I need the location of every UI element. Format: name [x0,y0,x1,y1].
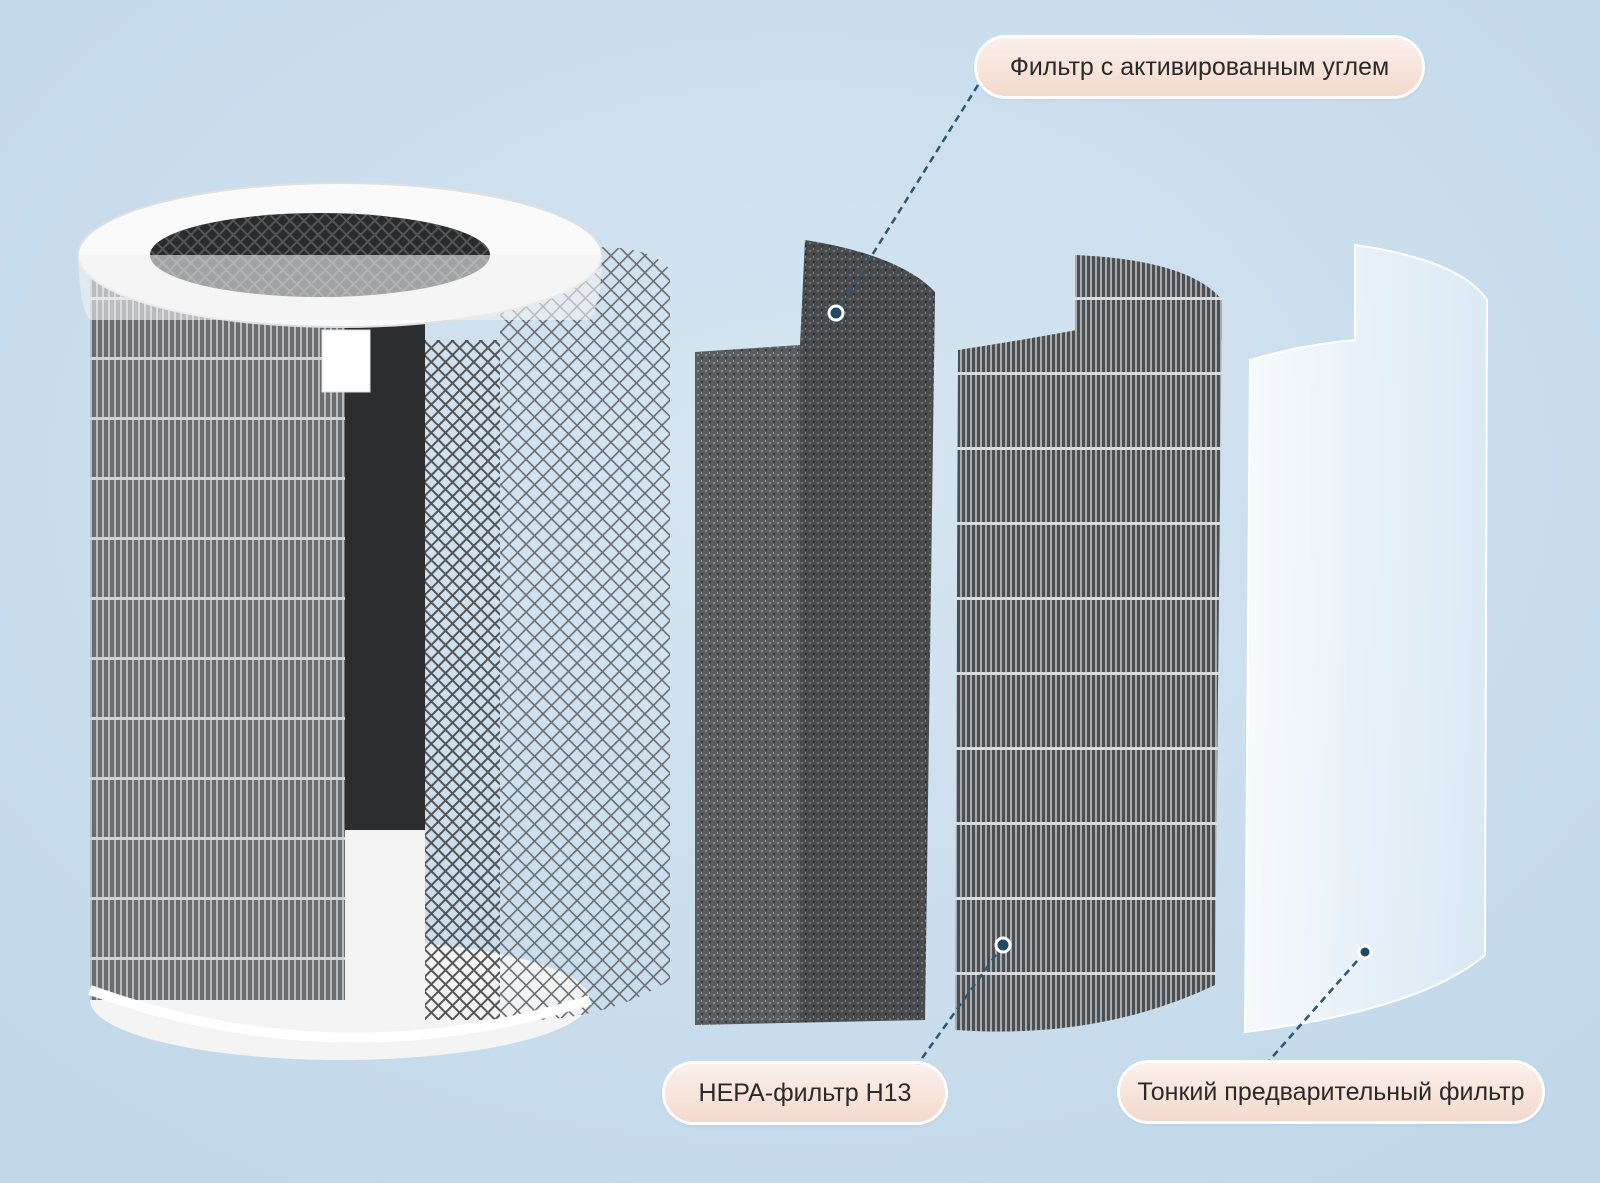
prefilter-sheet [1243,243,1489,1034]
carbon-filter-sheet [695,240,935,1025]
hepa-filter-sheet [955,255,1222,1032]
label-carbon-filter: Фильтр с активированным углем [977,38,1422,96]
label-prefilter: Тонкий предварительный фильтр [1120,1063,1542,1121]
callout-dots [827,304,1373,960]
label-hepa-filter: HEPA-фильтр H13 [665,1064,945,1122]
assembled-filter-cylinder [77,182,670,1060]
callout-lines [834,84,1366,1069]
